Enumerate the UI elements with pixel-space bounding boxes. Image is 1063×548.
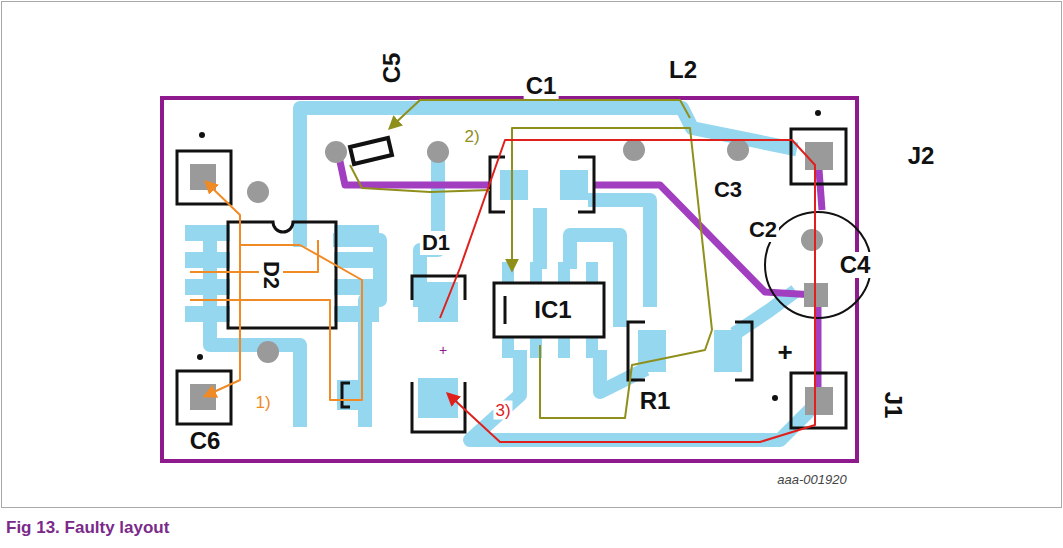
via-pad — [727, 139, 749, 161]
copper-trace — [600, 357, 640, 392]
silkscreen — [177, 129, 871, 432]
figure-frame — [2, 2, 1062, 508]
ic-pin — [586, 262, 598, 283]
part-label: C5 — [379, 51, 405, 86]
connector-outline — [791, 129, 846, 184]
ic-pin — [558, 262, 570, 283]
resistor-outline — [628, 322, 752, 380]
part-label: D2 — [259, 259, 283, 291]
callout-number: 3) — [493, 401, 512, 420]
pin-dots — [197, 110, 821, 401]
via-pad — [247, 181, 269, 203]
current-path — [350, 165, 490, 192]
part-label: IC1 — [532, 297, 573, 323]
smd-pad — [334, 306, 379, 322]
current-path — [205, 245, 300, 396]
copper-trace — [740, 295, 790, 330]
pin1-dot — [199, 132, 205, 138]
diode-outline — [412, 276, 465, 432]
current-path — [190, 245, 362, 400]
part-label: C3 — [712, 178, 744, 202]
smd-pad — [185, 279, 230, 295]
loop-2-path — [350, 100, 712, 418]
smd-pad — [500, 170, 528, 200]
figure-caption: Fig 13. Faulty layout — [6, 518, 169, 538]
loop-1-path — [190, 182, 362, 400]
square-pad — [805, 387, 833, 415]
part-label: C1 — [524, 73, 559, 99]
smd-pad — [714, 330, 742, 372]
current-path — [540, 330, 712, 418]
ic-pin — [530, 262, 542, 283]
polarity-mark: + — [437, 342, 449, 358]
square-pad — [190, 384, 216, 410]
capacitor-outline — [490, 157, 594, 212]
via-pad — [801, 229, 823, 251]
part-label: C2 — [747, 218, 779, 242]
smd-pad — [334, 252, 379, 268]
smd-pad — [638, 330, 666, 372]
connector-outline — [791, 373, 846, 428]
square-pad — [805, 142, 833, 170]
pin1-dot — [815, 110, 821, 116]
board-outline — [162, 98, 857, 461]
copper-traces — [210, 108, 815, 440]
part-label: C6 — [188, 428, 223, 454]
ic-outline — [494, 283, 604, 337]
part-label: R1 — [638, 388, 673, 414]
ic-outline — [228, 222, 336, 328]
figure-id: aaa-001920 — [775, 472, 848, 487]
copper-trace — [570, 235, 620, 320]
smd-pad — [334, 225, 379, 241]
via-pad — [325, 141, 347, 163]
pin1-dot — [772, 395, 778, 401]
current-path — [390, 100, 690, 128]
via-pad — [427, 141, 449, 163]
part-label: L2 — [667, 57, 699, 83]
current-path — [512, 128, 712, 330]
smd-pad — [185, 252, 230, 268]
square-pad — [190, 164, 216, 190]
smd-pad — [334, 279, 379, 295]
ic-pin — [586, 337, 598, 358]
via-pad — [257, 341, 279, 363]
copper-trace — [594, 185, 815, 295]
current-path — [206, 182, 240, 245]
part-label: J2 — [906, 143, 937, 169]
smd-pad — [185, 306, 230, 322]
part-label: D1 — [420, 231, 452, 255]
copper-trace — [338, 152, 490, 185]
current-path — [190, 240, 318, 272]
ic-pin — [558, 337, 570, 358]
pin1-mark — [504, 296, 507, 324]
connector-outline — [177, 151, 231, 204]
capacitor-outline — [342, 383, 350, 407]
callout-number: 1) — [253, 393, 272, 412]
polarity-mark: + — [775, 338, 794, 366]
loop-3-path — [440, 140, 815, 442]
connector-outline — [177, 371, 231, 424]
capacitor-outline — [350, 138, 392, 164]
copper-trace — [533, 215, 547, 262]
smd-pad — [185, 225, 230, 241]
part-label: C4 — [838, 252, 873, 278]
callout-number: 2) — [462, 127, 481, 146]
current-path — [440, 140, 815, 442]
smd-pad — [560, 170, 588, 200]
ic-pin — [502, 337, 514, 358]
pin1-dot — [197, 354, 203, 360]
via-pad — [623, 139, 645, 161]
part-label: J1 — [880, 390, 906, 421]
